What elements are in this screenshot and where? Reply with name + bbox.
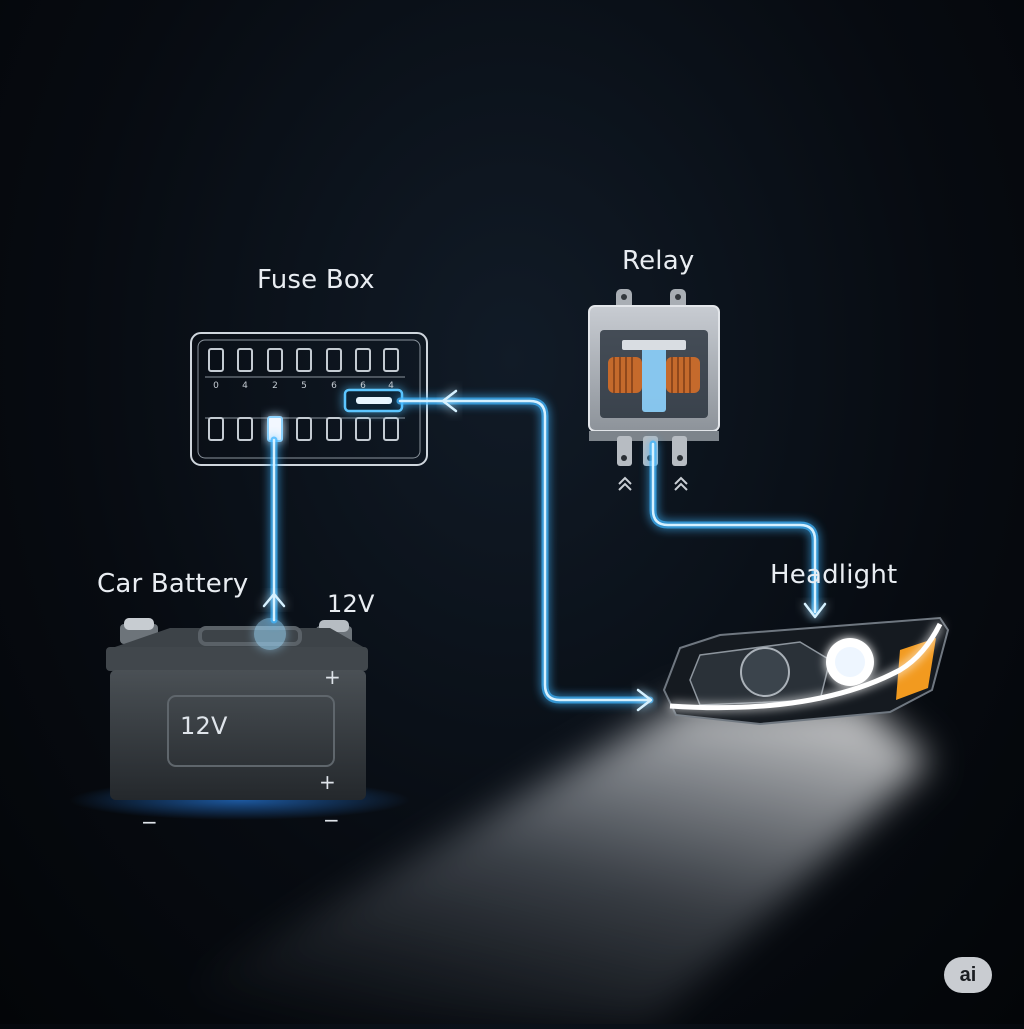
wiring (262, 389, 827, 712)
positive-terminal-bottom: + (319, 770, 336, 794)
fuse-number-1: 0 (213, 381, 219, 391)
fuse-row-bottom (208, 417, 399, 441)
arrow-down-icon (803, 602, 827, 619)
fuse-number-7: 4 (388, 381, 394, 391)
battery-face-voltage: 12V (180, 712, 228, 740)
ai-badge: ai (944, 957, 992, 993)
relay (588, 289, 720, 491)
fuse-number-2: 4 (242, 381, 248, 391)
positive-terminal-top: + (324, 665, 341, 689)
arrow-up-icon (262, 592, 286, 608)
headlight-beam (120, 700, 930, 1024)
arrow-left-icon (441, 389, 458, 413)
fuse-row-top (208, 348, 399, 372)
negative-terminal-right: − (323, 808, 340, 832)
fuse-number-5: 6 (331, 381, 337, 391)
fuse-number-3: 2 (272, 381, 278, 391)
fuse-number-4: 5 (301, 381, 307, 391)
wire-relay-to-headlight (651, 442, 817, 614)
fuse-box: 0 4 2 5 6 6 4 (190, 332, 428, 466)
fuse-box-label: Fuse Box (257, 265, 375, 295)
arrow-right-icon (636, 688, 653, 712)
headlight-label: Headlight (770, 560, 898, 590)
chevron-up-icon (674, 476, 688, 491)
headlight (662, 616, 950, 726)
wire-fuse-to-headlight (398, 399, 652, 702)
chevron-up-icon (618, 476, 632, 491)
negative-terminal-left: − (141, 810, 158, 834)
car-battery (70, 618, 410, 820)
drl-strip (669, 622, 943, 711)
amber-indicator (896, 638, 936, 700)
car-battery-label: Car Battery (97, 569, 249, 599)
voltage-label: 12V (327, 590, 375, 618)
relay-label: Relay (622, 246, 695, 276)
fuse-number-6: 6 (360, 381, 366, 391)
